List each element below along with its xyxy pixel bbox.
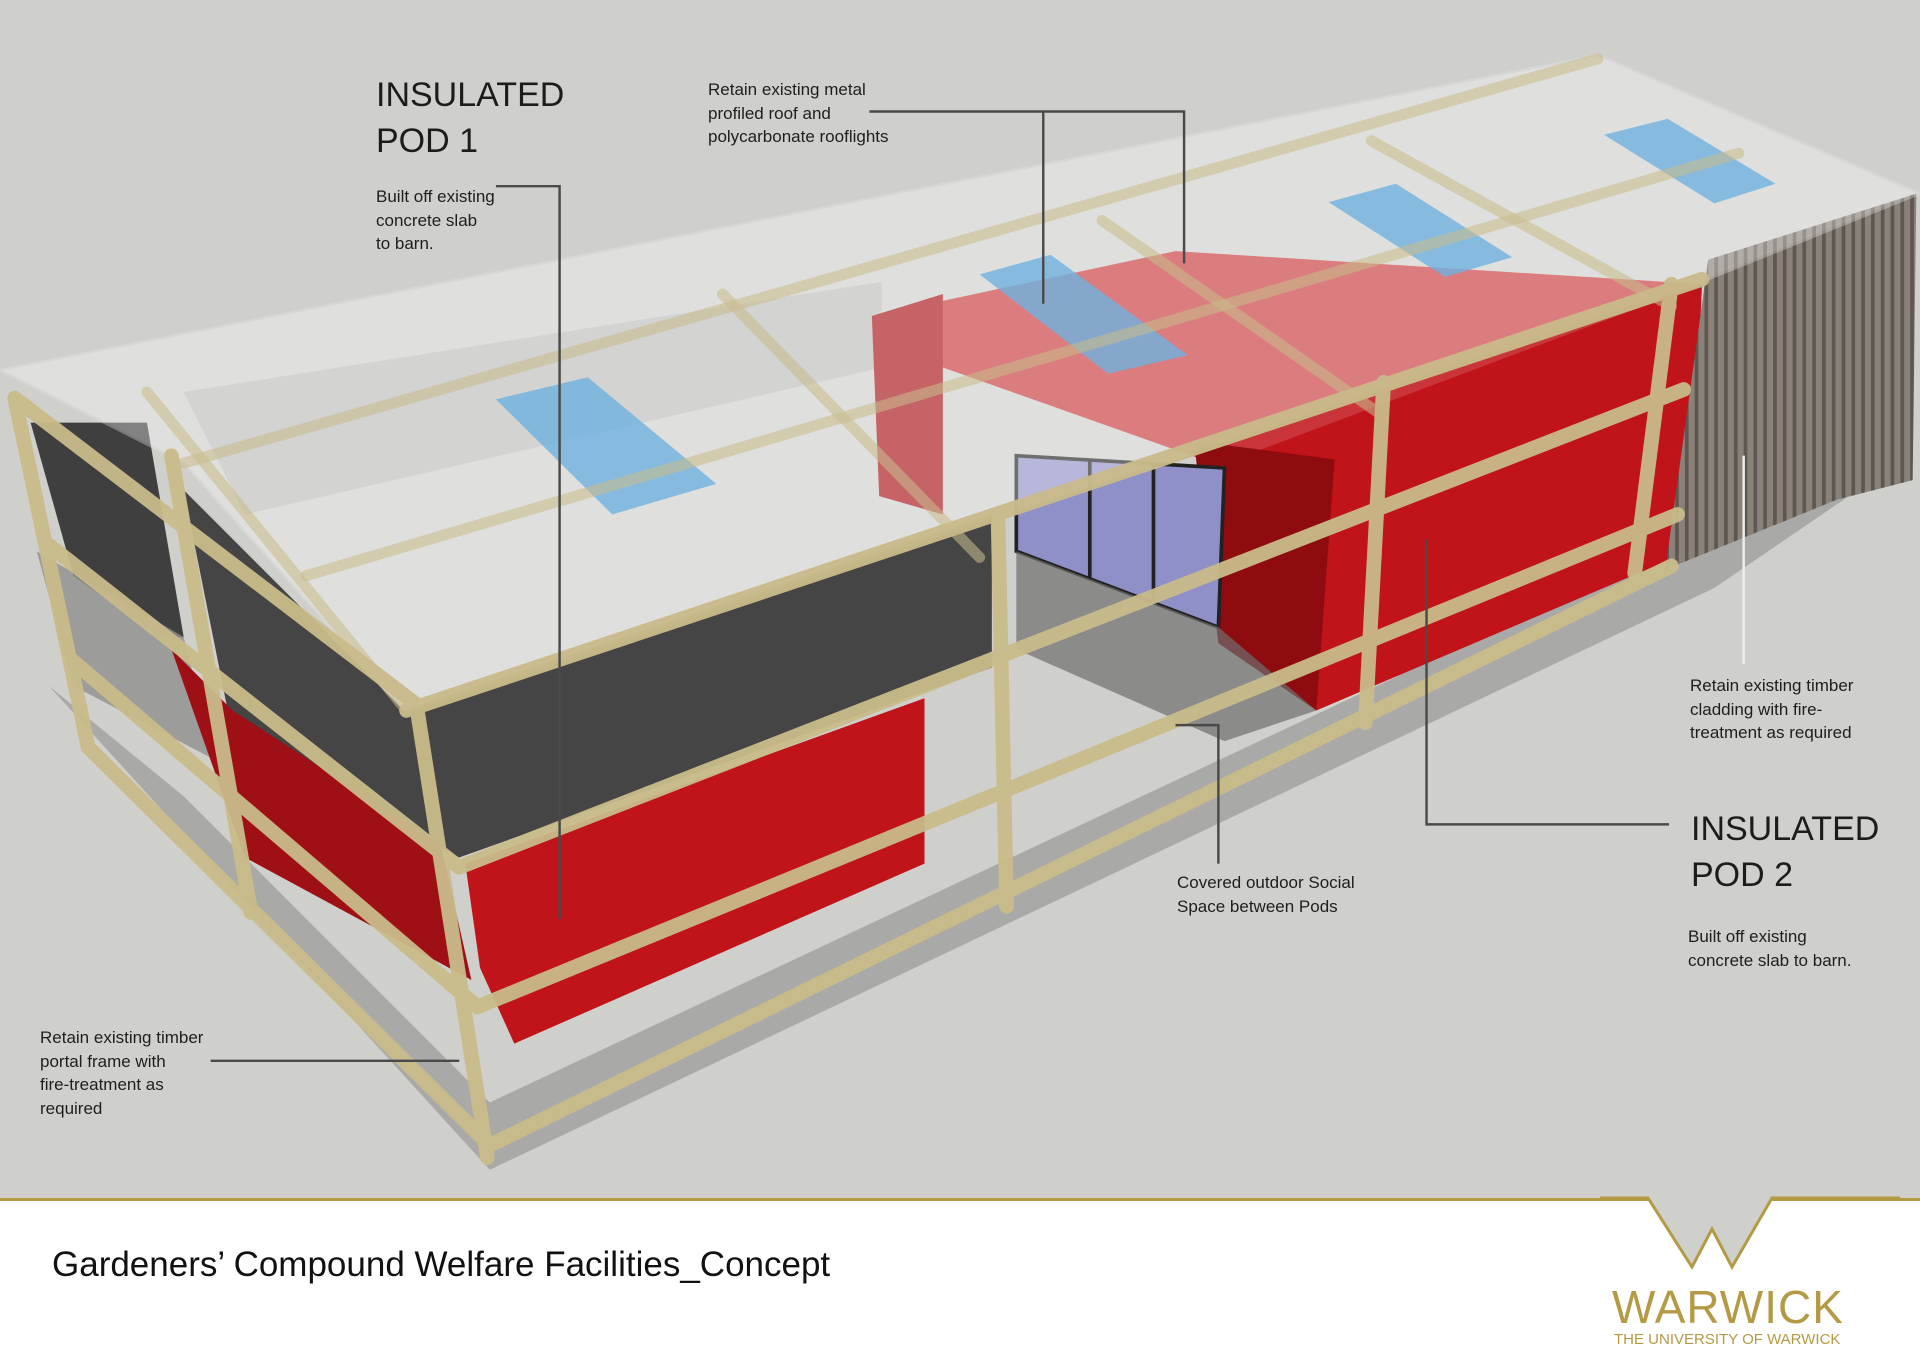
logo-wordmark: WARWICK [1612, 1281, 1844, 1333]
timber-portal-frame [7, 53, 1745, 1165]
social-space-annotation: Covered outdoor Social Space between Pod… [1177, 873, 1355, 916]
rooflight [495, 377, 717, 515]
pod1-note: Built off existing concrete slab to barn… [376, 187, 495, 253]
pod1-heading: INSULATED POD 1 [376, 76, 565, 160]
pod1-side-red [171, 649, 472, 980]
rooflight [1604, 118, 1776, 204]
left-gable-wall [30, 422, 184, 637]
leader-lines [210, 110, 1745, 1063]
page-title: Gardeners’ Compound Welfare Facilities_C… [52, 1245, 831, 1284]
warwick-logo-mark [1600, 1196, 1900, 1271]
left-end-wall [36, 551, 215, 760]
logo-subtitle: THE UNIVERSITY OF WARWICK [1614, 1331, 1841, 1348]
portal-frame-annotation: Retain existing timber portal frame with… [40, 1028, 204, 1118]
rooflight [1328, 183, 1513, 277]
rooflight [979, 254, 1188, 374]
cladding-annotation: Retain existing timber cladding with fir… [1690, 676, 1854, 742]
footer-bar [0, 1198, 1920, 1359]
roof-annotation: Retain existing metal profiled roof and … [708, 80, 889, 146]
pod2-heading: INSULATED POD 2 [1691, 810, 1880, 894]
timber-cladding [1665, 193, 1917, 570]
pod2-note: Built off existing concrete slab to barn… [1688, 927, 1852, 970]
pod2-front-red [1218, 284, 1703, 711]
